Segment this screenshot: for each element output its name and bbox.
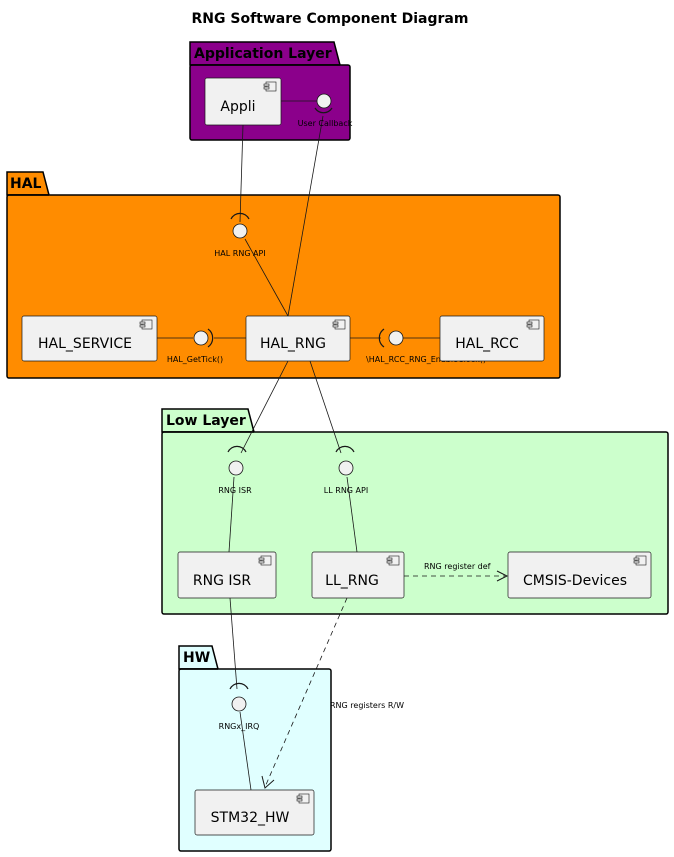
interface-hal-gettick: HAL_GetTick() [167, 330, 223, 364]
connections [157, 100, 440, 791]
component-hal-rng[interactable]: HAL_RNG [245, 315, 351, 362]
package-label: Low Layer [166, 413, 246, 429]
link-rngisr-rngxirq [229, 597, 238, 690]
socket-rngisr [227, 445, 247, 453]
socket-llrngapi [335, 445, 355, 453]
component-label: LL_RNG [325, 573, 379, 589]
sockets [207, 107, 385, 690]
diagram-title: RNG Software Component Diagram [192, 11, 469, 27]
component-box [439, 315, 545, 362]
component-hal-service[interactable]: HAL_SERVICE [21, 315, 158, 362]
link-rngisriface-rngisr [228, 476, 235, 553]
interface-user-callback: User Callback [298, 93, 353, 128]
interface-label: HAL_GetTick() [167, 355, 223, 364]
link-halrngapi-halrng [244, 238, 289, 317]
interface-hal-rng-api: HAL RNG API [214, 223, 266, 258]
interface-circle [338, 460, 354, 476]
socket-gettick [207, 328, 214, 348]
component-box [21, 315, 158, 362]
component-icon [139, 319, 153, 330]
interface-ll-rng-api: LL RNG API [324, 460, 368, 495]
package-label: HAL [10, 176, 42, 192]
component-box [245, 315, 351, 362]
package-label: HW [183, 650, 210, 666]
arrowhead-cmsis [496, 570, 509, 582]
edge-label-register-def: RNG register def [424, 562, 491, 571]
component-cmsis-devices[interactable]: CMSIS-Devices [507, 551, 652, 599]
component-label: RNG ISR [193, 573, 252, 589]
dependencies: RNG register def RNG registers R/W [261, 562, 509, 789]
link-halrng-rngisr [240, 360, 289, 454]
component-stm32-hw[interactable]: STM32_HW [194, 789, 315, 836]
component-icon [386, 555, 400, 566]
socket-rccenable [378, 328, 385, 348]
component-icon [332, 319, 346, 330]
component-rng-isr[interactable]: RNG ISR [177, 551, 277, 599]
interface-circle [388, 330, 404, 346]
interface-circle [316, 93, 332, 109]
interface-label: LL RNG API [324, 486, 368, 495]
component-appli[interactable]: Appli [204, 77, 282, 126]
interface-hal-rcc-enable: \HAL_RCC_RNG_EnableClock() [366, 330, 486, 364]
component-icon [258, 555, 272, 566]
interface-circle [231, 696, 247, 712]
component-icon [633, 555, 647, 566]
component-label: HAL_SERVICE [38, 336, 132, 352]
interface-label: User Callback [298, 119, 353, 128]
dep-llrng-stm32hw [264, 597, 348, 788]
component-label: HAL_RCC [455, 336, 519, 352]
interface-label: RNGx_IRQ [219, 722, 260, 731]
component-box [507, 551, 652, 599]
interface-label: RNG ISR [218, 486, 252, 495]
component-icon [526, 319, 540, 330]
component-hal-rcc[interactable]: HAL_RCC [439, 315, 545, 362]
component-box [204, 77, 282, 126]
interface-label: HAL RNG API [214, 249, 265, 258]
interface-rng-isr: RNG ISR [218, 460, 252, 495]
socket-rngxirq [229, 682, 249, 690]
interface-circle [228, 460, 244, 476]
socket-usercallback [314, 107, 333, 114]
package-label: Application Layer [194, 46, 332, 62]
component-label: STM32_HW [211, 810, 290, 826]
arrowhead-stm32hw [261, 775, 275, 789]
component-ll-rng[interactable]: LL_RNG [311, 551, 405, 599]
component-icon [296, 793, 310, 804]
component-icon [263, 81, 277, 92]
link-appli-halrngapi [239, 124, 244, 223]
interface-rngx-irq: RNGx_IRQ [219, 696, 260, 731]
interface-circle [193, 330, 209, 346]
component-label: Appli [220, 99, 255, 115]
component-label: CMSIS-Devices [523, 573, 627, 589]
interface-label: \HAL_RCC_RNG_EnableClock() [366, 355, 486, 364]
edge-label-registers-rw: RNG registers R/W [330, 701, 404, 710]
link-halrng-llrngapi [309, 360, 342, 454]
interface-circle [232, 223, 248, 239]
component-box [311, 551, 405, 599]
link-llrngapi-llrng [346, 476, 358, 553]
component-box [177, 551, 277, 599]
socket-halrngapi [230, 212, 250, 220]
component-box [194, 789, 315, 836]
component-label: HAL_RNG [260, 336, 326, 352]
link-rngxirq-stm32hw [239, 711, 252, 791]
link-halrng-usercallback [287, 115, 324, 317]
